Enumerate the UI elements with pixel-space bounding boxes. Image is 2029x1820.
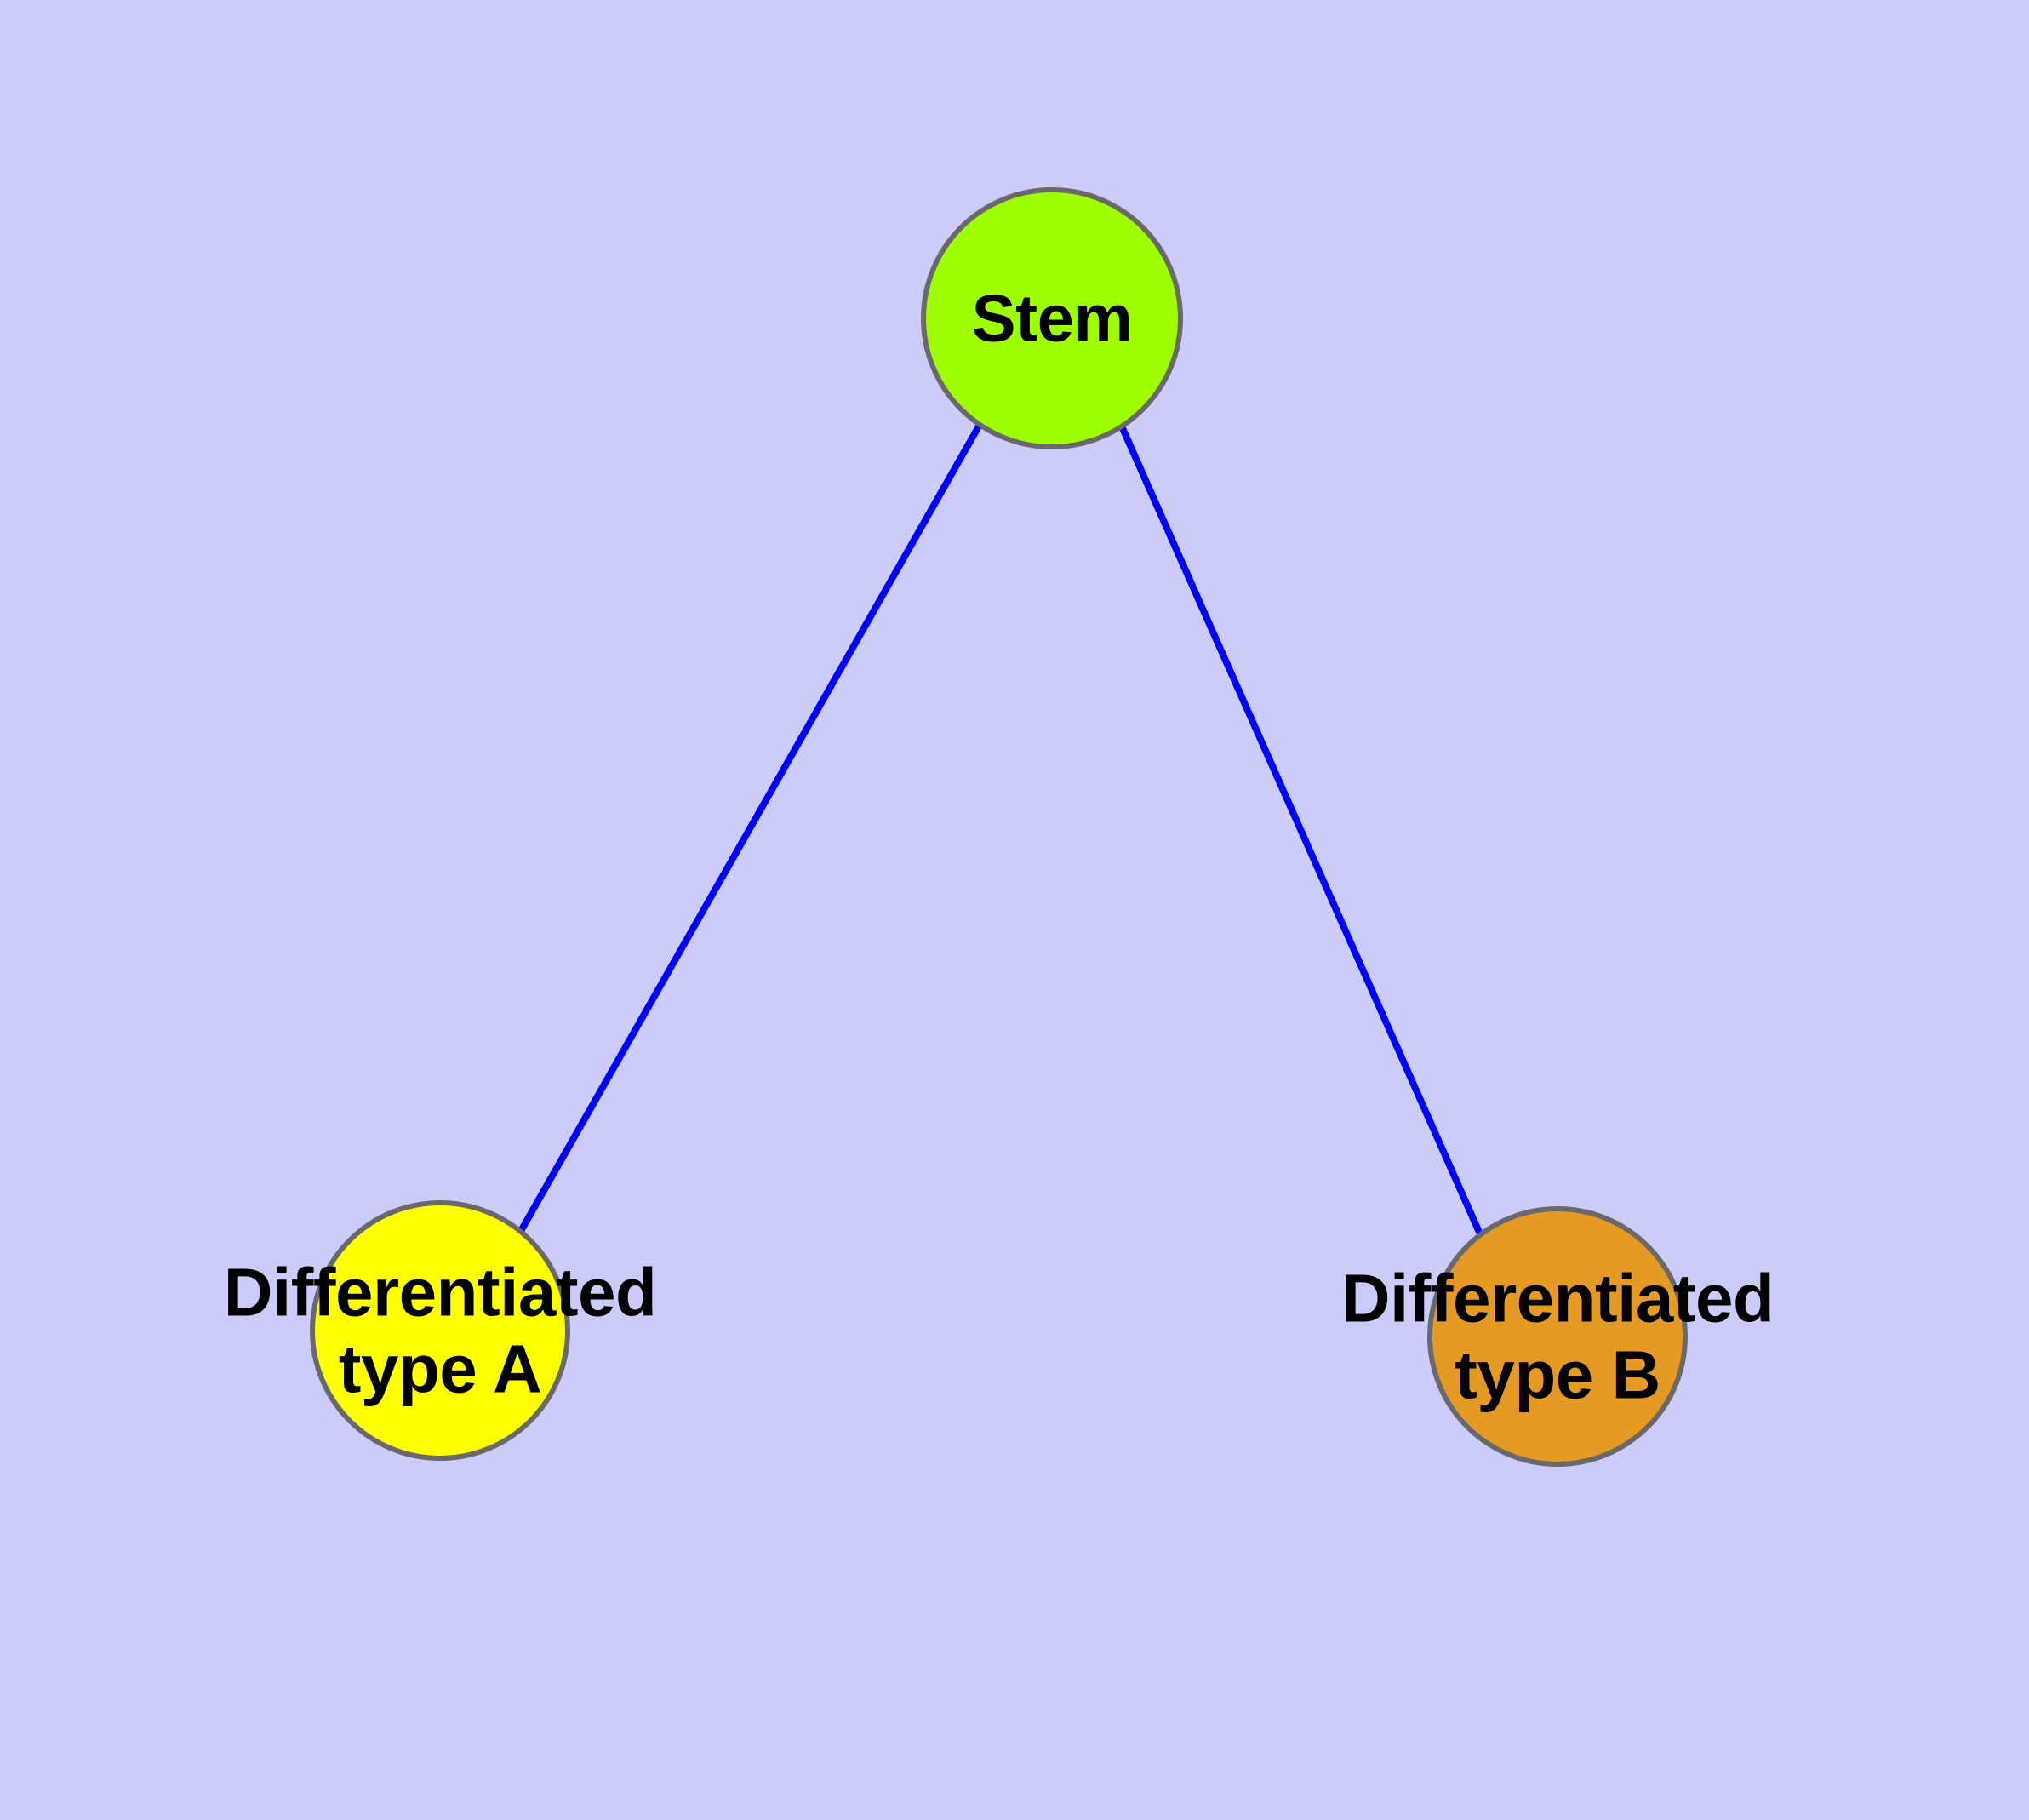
edges-group: [517, 423, 1484, 1238]
node-circle-differentiated-type-b[interactable]: [1427, 1206, 1688, 1467]
edge-stem-to-differentiated-type-b[interactable]: [1118, 425, 1484, 1238]
edge-stem-to-differentiated-type-a[interactable]: [517, 423, 983, 1233]
node-circle-differentiated-type-a[interactable]: [310, 1200, 570, 1461]
nodes-group: [310, 187, 1688, 1467]
node-circle-stem[interactable]: [921, 187, 1183, 449]
